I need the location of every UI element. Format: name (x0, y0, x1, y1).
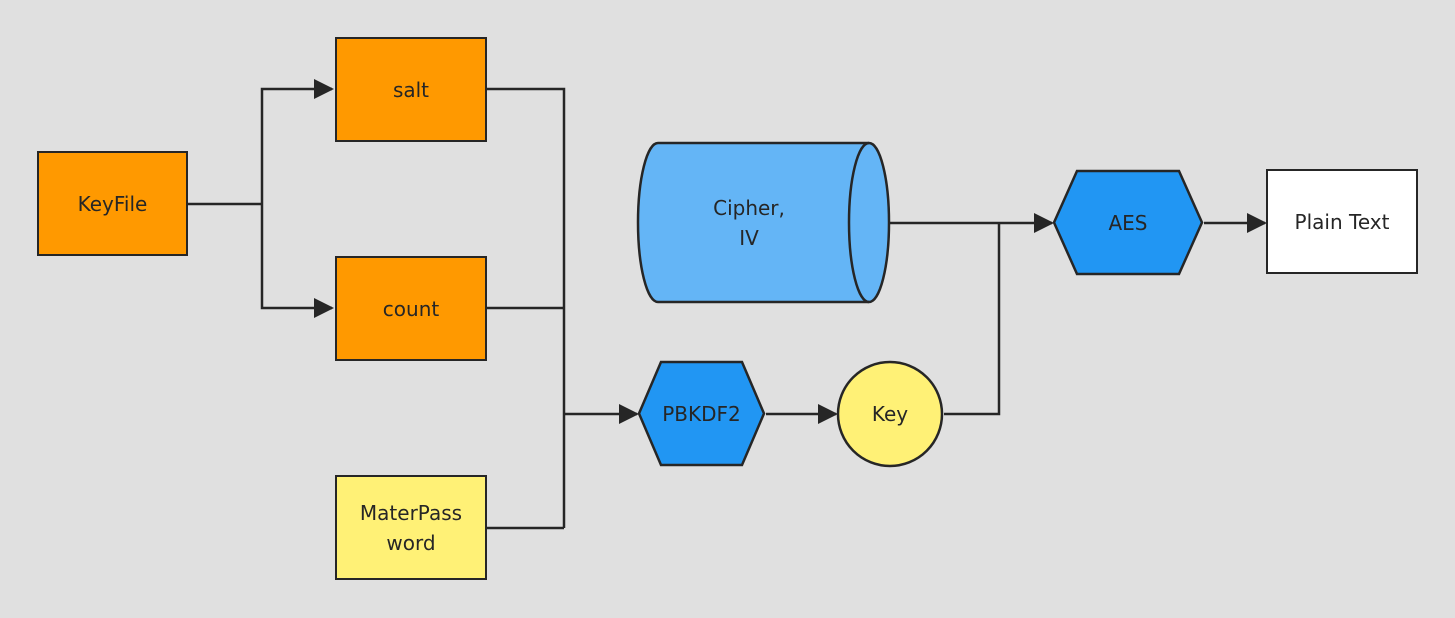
aes-label: AES (1108, 210, 1148, 235)
keyfile-node: KeyFile (37, 151, 188, 256)
keyfile-label: KeyFile (77, 191, 148, 216)
key-node: Key (836, 360, 944, 468)
salt-label: salt (392, 77, 430, 102)
key-label: Key (871, 402, 909, 426)
plain-text-node: Plain Text (1266, 169, 1418, 274)
aes-node: AES (1052, 169, 1204, 276)
edge-keyfile-count (260, 204, 334, 318)
edge-salt-bus (487, 87, 566, 528)
hexagon-shape (637, 360, 766, 467)
salt-node: salt (335, 37, 487, 142)
count-label: count (382, 296, 440, 321)
plain-text-label: Plain Text (1294, 209, 1390, 234)
edge-keyfile-salt (260, 79, 334, 204)
count-node: count (335, 256, 487, 361)
pbkdf2-label: PBKDF2 (662, 401, 741, 426)
master-password-label: MaterPass word (359, 500, 463, 555)
cipher-iv-storage-node: Cipher, IV (636, 141, 892, 304)
cylinder-shape (636, 141, 891, 304)
edge-key-merge (944, 223, 1001, 416)
master-password-node: MaterPass word (335, 475, 487, 580)
circle-shape (836, 360, 944, 468)
cipher-iv-label: Cipher, IV (713, 195, 785, 250)
pbkdf2-node: PBKDF2 (637, 360, 766, 467)
hexagon-shape (1052, 169, 1204, 276)
